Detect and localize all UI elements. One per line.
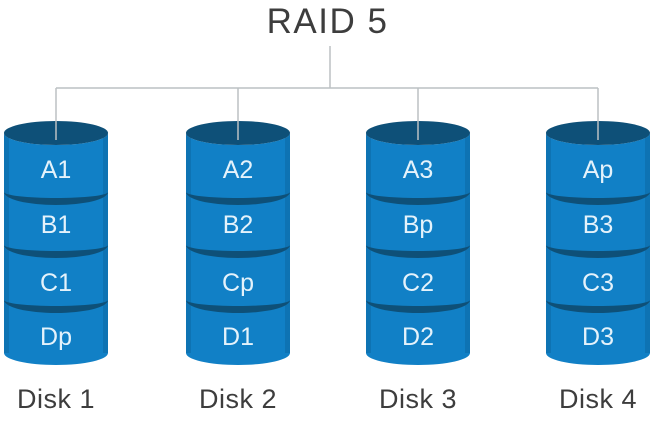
disk-cylinder-icon: A1 B1 C1 Dp	[4, 121, 108, 365]
segment-label: B2	[223, 211, 254, 239]
cylinder-junction	[366, 192, 470, 205]
cylinder-junction	[366, 300, 470, 313]
cylinder-junction	[546, 192, 650, 205]
cylinder-left-shade	[4, 133, 9, 353]
cylinder-junction	[186, 300, 290, 313]
segment-label: C2	[402, 269, 434, 297]
disk-cylinder-icon: A2 B2 Cp D1	[186, 121, 290, 365]
cylinder-junction	[186, 245, 290, 258]
disk-1: A1 B1 C1 Dp Disk 1	[2, 121, 110, 415]
cylinder-right-shade	[645, 133, 650, 353]
cylinder-junction	[546, 300, 650, 313]
cylinder-left-shade	[186, 133, 191, 353]
disk-label: Disk 4	[558, 384, 637, 414]
cylinder-junction	[4, 300, 108, 313]
disk-cylinder-icon: Ap B3 C3 D3	[546, 121, 650, 365]
segment-label: Bp	[403, 211, 434, 239]
segment-label: A1	[41, 156, 72, 184]
cylinder-top-ellipse	[366, 121, 470, 145]
cylinder-junction	[366, 245, 470, 258]
disk-4: Ap B3 C3 D3 Disk 4	[544, 121, 652, 415]
diagram-title: RAID 5	[266, 2, 389, 41]
cylinder-top-ellipse	[186, 121, 290, 145]
disk-label: Disk 2	[198, 384, 277, 414]
segment-label: A3	[403, 156, 434, 184]
cylinder-right-shade	[103, 133, 108, 353]
cylinder-top-ellipse	[4, 121, 108, 145]
segment-label: Ap	[583, 156, 614, 184]
disk-label: Disk 3	[378, 384, 457, 414]
segment-label: D1	[222, 323, 254, 351]
disk-3: A3 Bp C2 D2 Disk 3	[364, 121, 472, 415]
cylinder-left-shade	[366, 133, 371, 353]
cylinder-junction	[4, 192, 108, 205]
disk-cylinder-icon: A3 Bp C2 D2	[366, 121, 470, 365]
segment-label: Dp	[40, 323, 72, 351]
segment-label: Cp	[222, 269, 254, 297]
segment-label: B1	[41, 211, 72, 239]
segment-label: C3	[582, 269, 614, 297]
disk-2: A2 B2 Cp D1 Disk 2	[184, 121, 292, 415]
segment-label: C1	[40, 269, 72, 297]
cylinder-right-shade	[285, 133, 290, 353]
segment-label: D3	[582, 323, 614, 351]
cylinder-top-ellipse	[546, 121, 650, 145]
cylinder-left-shade	[546, 133, 551, 353]
segment-label: B3	[583, 211, 614, 239]
cylinder-junction	[546, 245, 650, 258]
segment-label: D2	[402, 323, 434, 351]
cylinder-junction	[4, 245, 108, 258]
cylinder-right-shade	[465, 133, 470, 353]
cylinder-junction	[186, 192, 290, 205]
disk-label: Disk 1	[16, 384, 95, 414]
segment-label: A2	[223, 156, 254, 184]
